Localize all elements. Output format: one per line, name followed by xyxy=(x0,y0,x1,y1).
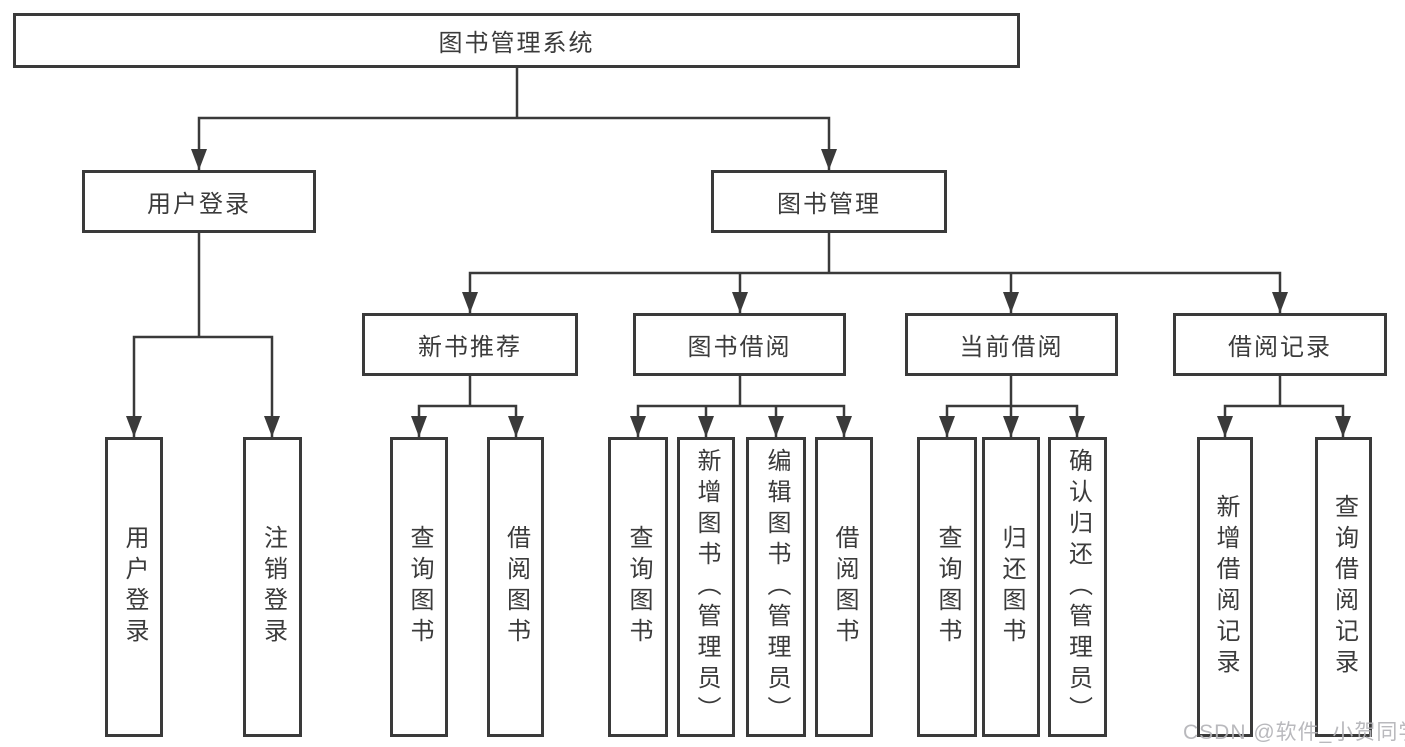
node-book-borrowing: 图书借阅 xyxy=(633,313,846,376)
leaf-edit-books-admin: 编辑图书（管理员） xyxy=(746,437,806,737)
leaf-borrowing-query-books: 查询图书 xyxy=(608,437,668,737)
leaf-borrowing-borrow-books: 借阅图书 xyxy=(815,437,873,737)
leaf-query-borrow-record-label: 查询借阅记录 xyxy=(1330,494,1358,680)
leaf-add-books-admin-label: 新增图书（管理员） xyxy=(693,447,720,727)
leaf-user-login: 用户登录 xyxy=(105,437,163,737)
node-user-login: 用户登录 xyxy=(82,170,316,233)
leaf-return-books-label: 归还图书 xyxy=(998,525,1025,649)
leaf-logout: 注销登录 xyxy=(243,437,302,737)
leaf-confirm-return-admin-label: 确认归还（管理员） xyxy=(1064,447,1092,727)
leaf-recommend-query-books-label: 查询图书 xyxy=(406,525,433,649)
node-book-management-label: 图书管理 xyxy=(777,191,881,218)
node-book-management: 图书管理 xyxy=(711,170,947,233)
leaf-logout-label: 注销登录 xyxy=(259,525,287,649)
leaf-add-borrow-record-label: 新增借阅记录 xyxy=(1212,494,1239,680)
leaf-return-books: 归还图书 xyxy=(982,437,1040,737)
leaf-current-query-books: 查询图书 xyxy=(917,437,977,737)
node-current-borrowing: 当前借阅 xyxy=(905,313,1118,376)
leaf-add-borrow-record: 新增借阅记录 xyxy=(1197,437,1253,737)
leaf-recommend-borrow-books-label: 借阅图书 xyxy=(502,525,530,649)
node-root-system-label: 图书管理系统 xyxy=(438,30,595,57)
leaf-recommend-query-books: 查询图书 xyxy=(390,437,448,737)
leaf-confirm-return-admin: 确认归还（管理员） xyxy=(1048,437,1107,737)
node-new-book-recommend: 新书推荐 xyxy=(362,313,578,376)
node-current-borrowing-label: 当前借阅 xyxy=(959,334,1064,361)
leaf-user-login-label: 用户登录 xyxy=(121,525,148,649)
leaf-borrowing-query-books-label: 查询图书 xyxy=(625,525,652,649)
csdn-watermark: CSDN @软件_小贺同学 xyxy=(1183,721,1405,744)
leaf-borrowing-borrow-books-label: 借阅图书 xyxy=(831,525,858,649)
leaf-add-books-admin: 新增图书（管理员） xyxy=(677,437,735,737)
node-borrowing-records: 借阅记录 xyxy=(1173,313,1387,376)
leaf-edit-books-admin-label: 编辑图书（管理员） xyxy=(763,447,790,727)
node-book-borrowing-label: 图书借阅 xyxy=(687,334,792,361)
node-user-login-label: 用户登录 xyxy=(147,191,251,218)
leaf-query-borrow-record: 查询借阅记录 xyxy=(1315,437,1372,737)
leaf-current-query-books-label: 查询图书 xyxy=(934,525,961,649)
node-borrowing-records-label: 借阅记录 xyxy=(1228,334,1332,361)
node-new-book-recommend-label: 新书推荐 xyxy=(418,334,522,361)
leaf-recommend-borrow-books: 借阅图书 xyxy=(487,437,544,737)
node-root-system: 图书管理系统 xyxy=(13,13,1020,68)
